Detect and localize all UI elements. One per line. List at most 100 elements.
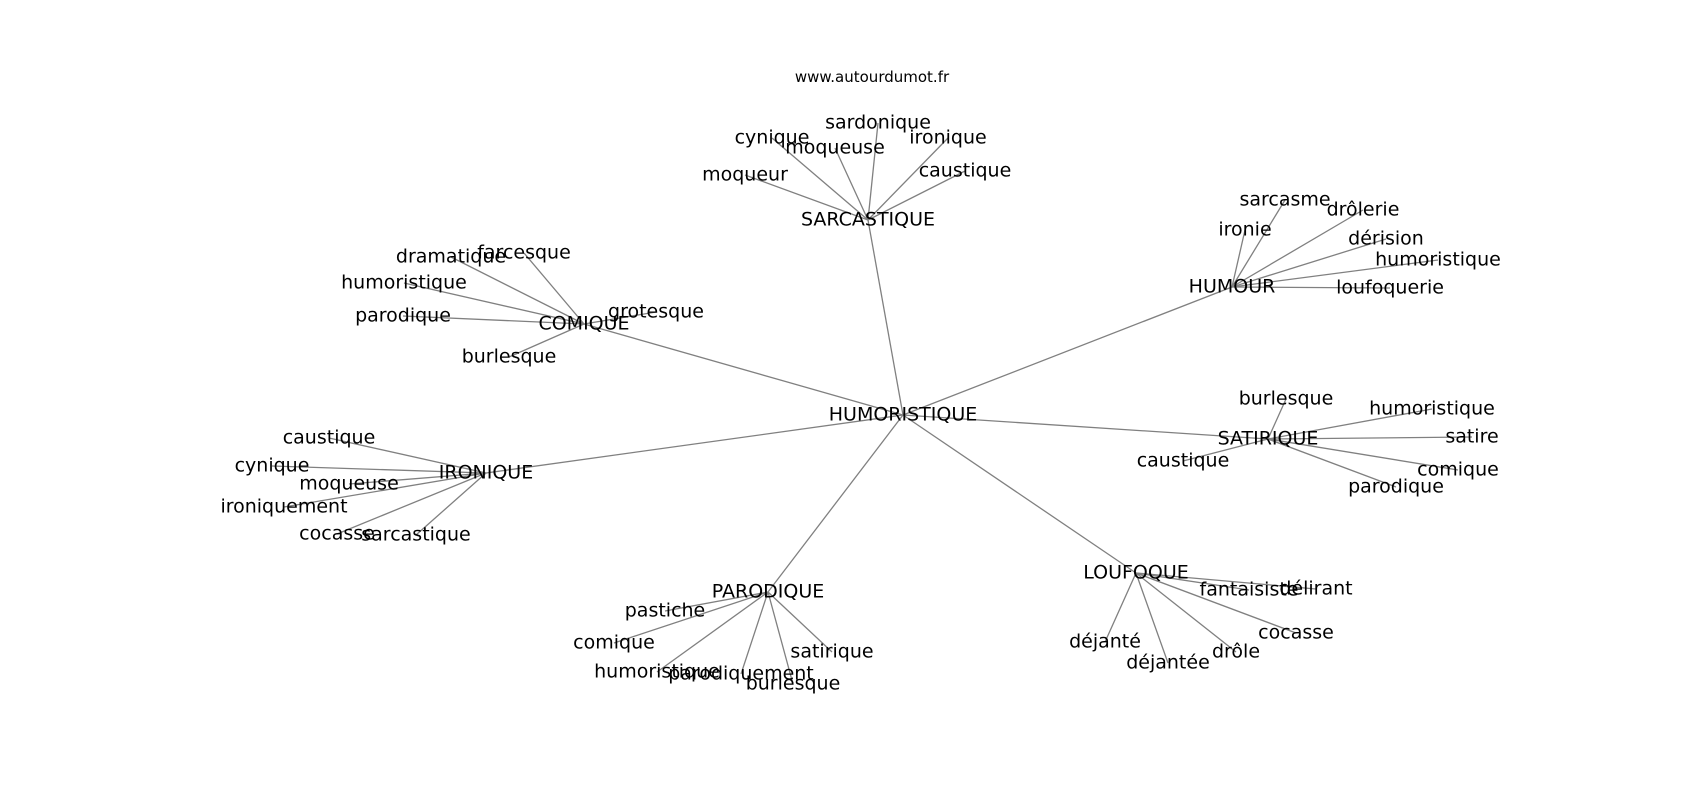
leaf-node-label: déjantée (1126, 652, 1210, 674)
hub-leaf-edge (740, 591, 769, 675)
leaf-node-label: sarcasme (1239, 189, 1330, 211)
leaf-node-label: ironiquement (220, 496, 347, 518)
center-hub-edge (867, 219, 904, 416)
hub-node-label: IRONIQUE (439, 462, 533, 484)
center-hub-edge (902, 414, 1137, 574)
leaf-node-label: caustique (919, 160, 1012, 182)
hub-leaf-edge (415, 472, 487, 536)
hub-leaf-edge (744, 174, 869, 221)
hub-leaf-edge (1231, 259, 1439, 288)
leaf-node-label: humoristique (1375, 249, 1501, 271)
center-hub-edge (902, 286, 1233, 416)
leaf-node-label: satirique (790, 641, 873, 663)
hub-leaf-edge (1135, 572, 1297, 634)
hub-leaf-edge (771, 137, 869, 221)
leaf-node-label: cocasse (1258, 622, 1334, 644)
leaf-node-label: pastiche (625, 600, 706, 622)
hub-leaf-edge (1135, 572, 1250, 591)
hub-leaf-edge (1267, 436, 1473, 440)
leaf-node-label: parodiquement (668, 663, 814, 685)
leaf-node-label: sardonique (825, 112, 931, 134)
leaf-node-label: déjanté (1069, 631, 1141, 653)
hub-leaf-edge (583, 311, 657, 325)
hub-leaf-edge (656, 591, 769, 673)
hub-leaf-edge (523, 252, 585, 325)
leaf-node-label: loufoquerie (1336, 277, 1444, 299)
hub-leaf-edge (1267, 438, 1397, 488)
leaf-node-label: dramatique (396, 246, 506, 268)
hub-leaf-edge (283, 472, 487, 508)
leaf-node-label: cocasse (299, 523, 375, 545)
hub-leaf-edge (834, 147, 869, 221)
hub-leaf-edge (1231, 229, 1246, 288)
leaf-node-label: drôlerie (1327, 199, 1400, 221)
leaf-node-label: farcesque (477, 242, 571, 264)
leaf-node-label: moqueuse (299, 473, 399, 495)
hub-node-label: LOUFOQUE (1083, 562, 1189, 584)
leaf-node-label: burlesque (746, 673, 841, 695)
hub-leaf-edge (508, 323, 585, 358)
leaf-node-label: moqueuse (785, 137, 885, 159)
hub-node-label: SATIRIQUE (1218, 428, 1319, 450)
leaf-node-label: sarcastique (361, 524, 470, 546)
graph-labels: HUMORISTIQUE SARCASTIQUE sardonique cynique… (220, 112, 1500, 695)
leaf-node-label: dérision (1348, 228, 1424, 250)
center-hub-edge (767, 414, 904, 593)
hub-leaf-edge (867, 122, 879, 221)
leaf-node-label: drôle (1212, 641, 1260, 663)
leaf-node-label: caustique (283, 427, 376, 449)
hub-node-label: SARCASTIQUE (801, 209, 935, 231)
leaf-node-label: burlesque (1239, 388, 1334, 410)
hub-leaf-edge (403, 282, 585, 325)
center-hub-edge (902, 414, 1269, 440)
hub-node-label: COMIQUE (538, 313, 629, 335)
leaf-node-label: humoristique (341, 272, 467, 294)
leaf-node-label: caustique (1137, 450, 1230, 472)
hub-leaf-edge (1135, 572, 1237, 653)
hub-leaf-edge (1231, 238, 1387, 288)
leaf-node-label: ironie (1218, 219, 1271, 241)
hub-leaf-edge (767, 591, 794, 685)
hub-leaf-edge (1135, 572, 1317, 590)
leaf-node-label: moqueur (702, 164, 788, 186)
hub-node-label: PARODIQUE (712, 581, 825, 603)
hub-leaf-edge (867, 137, 949, 221)
leaf-node-label: parodique (355, 305, 451, 327)
hub-leaf-edge (328, 437, 487, 474)
leaf-node-label: humoristique (594, 661, 720, 683)
hub-leaf-edge (1267, 438, 1459, 471)
leaf-node-label: burlesque (462, 346, 557, 368)
hub-node-label: HUMOUR (1189, 276, 1276, 298)
leaf-node-label: comique (573, 632, 655, 654)
hub-leaf-edge (336, 472, 487, 535)
hub-leaf-edge (1104, 572, 1137, 643)
hub-leaf-edge (450, 256, 585, 325)
hub-leaf-edge (402, 315, 585, 325)
leaf-node-label: grotesque (608, 301, 704, 323)
hub-leaf-edge (348, 472, 487, 485)
hub-leaf-edge (613, 591, 769, 644)
graph-edges (271, 122, 1473, 685)
center-node-label: HUMORISTIQUE (829, 404, 977, 426)
hub-leaf-edge (1231, 286, 1391, 289)
leaf-node-label: cynique (735, 127, 810, 149)
leaf-node-label: satire (1445, 426, 1498, 448)
center-hub-edge (583, 323, 904, 416)
hub-leaf-edge (271, 465, 487, 474)
leaf-node-label: comique (1417, 459, 1499, 481)
leaf-node-label: délirant (1279, 578, 1352, 600)
hub-leaf-edge (1231, 199, 1286, 288)
center-hub-edge (485, 414, 904, 474)
leaf-node-label: cynique (235, 455, 310, 477)
leaf-node-label: fantaisiste (1200, 579, 1299, 601)
leaf-node-label: parodique (1348, 476, 1444, 498)
hub-leaf-edge (1267, 398, 1287, 440)
site-url: www.autourdumot.fr (795, 68, 950, 86)
hub-leaf-edge (867, 170, 966, 221)
hub-leaf-edge (1182, 438, 1269, 462)
leaf-node-label: humoristique (1369, 398, 1495, 420)
hub-leaf-edge (1231, 209, 1364, 288)
hub-leaf-edge (1267, 408, 1433, 440)
hub-leaf-edge (767, 591, 833, 653)
